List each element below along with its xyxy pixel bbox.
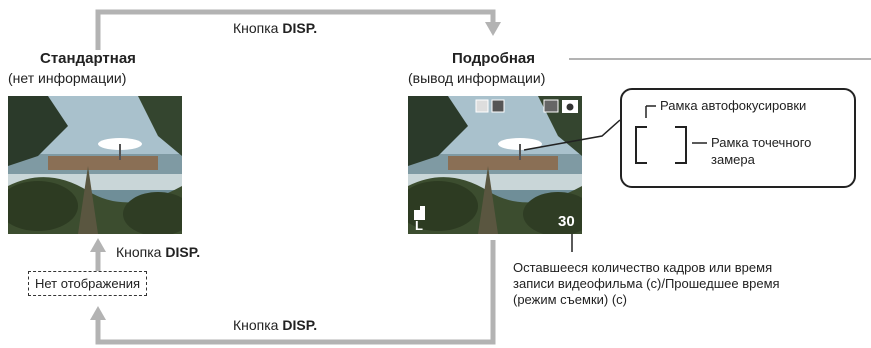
remaining-note-line2: записи видеофильма (с)/Прошедшее время xyxy=(513,276,780,291)
detailed-preview-image: L 30 xyxy=(408,96,582,234)
standard-title: Стандартная xyxy=(40,50,136,67)
standard-preview-image xyxy=(8,96,182,234)
bottom-cycle-arrow-line xyxy=(95,240,496,345)
af-frame-label: Рамка автофокусировки xyxy=(660,98,807,113)
detailed-subtitle: (вывод информации) xyxy=(408,70,546,86)
osd-size-letter: L xyxy=(415,218,423,233)
disp-label-middle: Кнопка DISP. xyxy=(116,244,201,260)
no-display-box: Нет отображения xyxy=(28,271,148,296)
spot-frame-label-line1: Рамка точечного xyxy=(711,135,812,150)
disp-label-top: Кнопка DISP. xyxy=(233,20,318,36)
spot-frame-label-line2: замера xyxy=(711,152,755,167)
af-callout-box: Рамка автофокусировки Рамка точечного за… xyxy=(620,88,856,188)
bottom-cycle-arrowhead xyxy=(90,306,106,320)
standard-subtitle: (нет информации) xyxy=(8,70,127,86)
af-frame-left-bracket xyxy=(635,126,647,164)
af-frame-right-bracket xyxy=(675,126,687,164)
remaining-note-line1: Оставшееся количество кадров или время xyxy=(513,260,773,275)
osd-shots-remaining: 30 xyxy=(558,213,575,230)
detailed-title: Подробная xyxy=(452,50,536,67)
middle-arrowhead xyxy=(90,238,106,252)
remaining-note-line3: (режим съемки) (с) xyxy=(513,292,627,307)
top-cycle-arrowhead xyxy=(485,22,501,36)
remaining-note: Оставшееся количество кадров или время з… xyxy=(513,260,780,308)
top-cycle-arrow-line xyxy=(95,9,496,50)
disp-label-bottom: Кнопка DISP. xyxy=(233,317,318,333)
callout-leaders xyxy=(645,105,707,144)
